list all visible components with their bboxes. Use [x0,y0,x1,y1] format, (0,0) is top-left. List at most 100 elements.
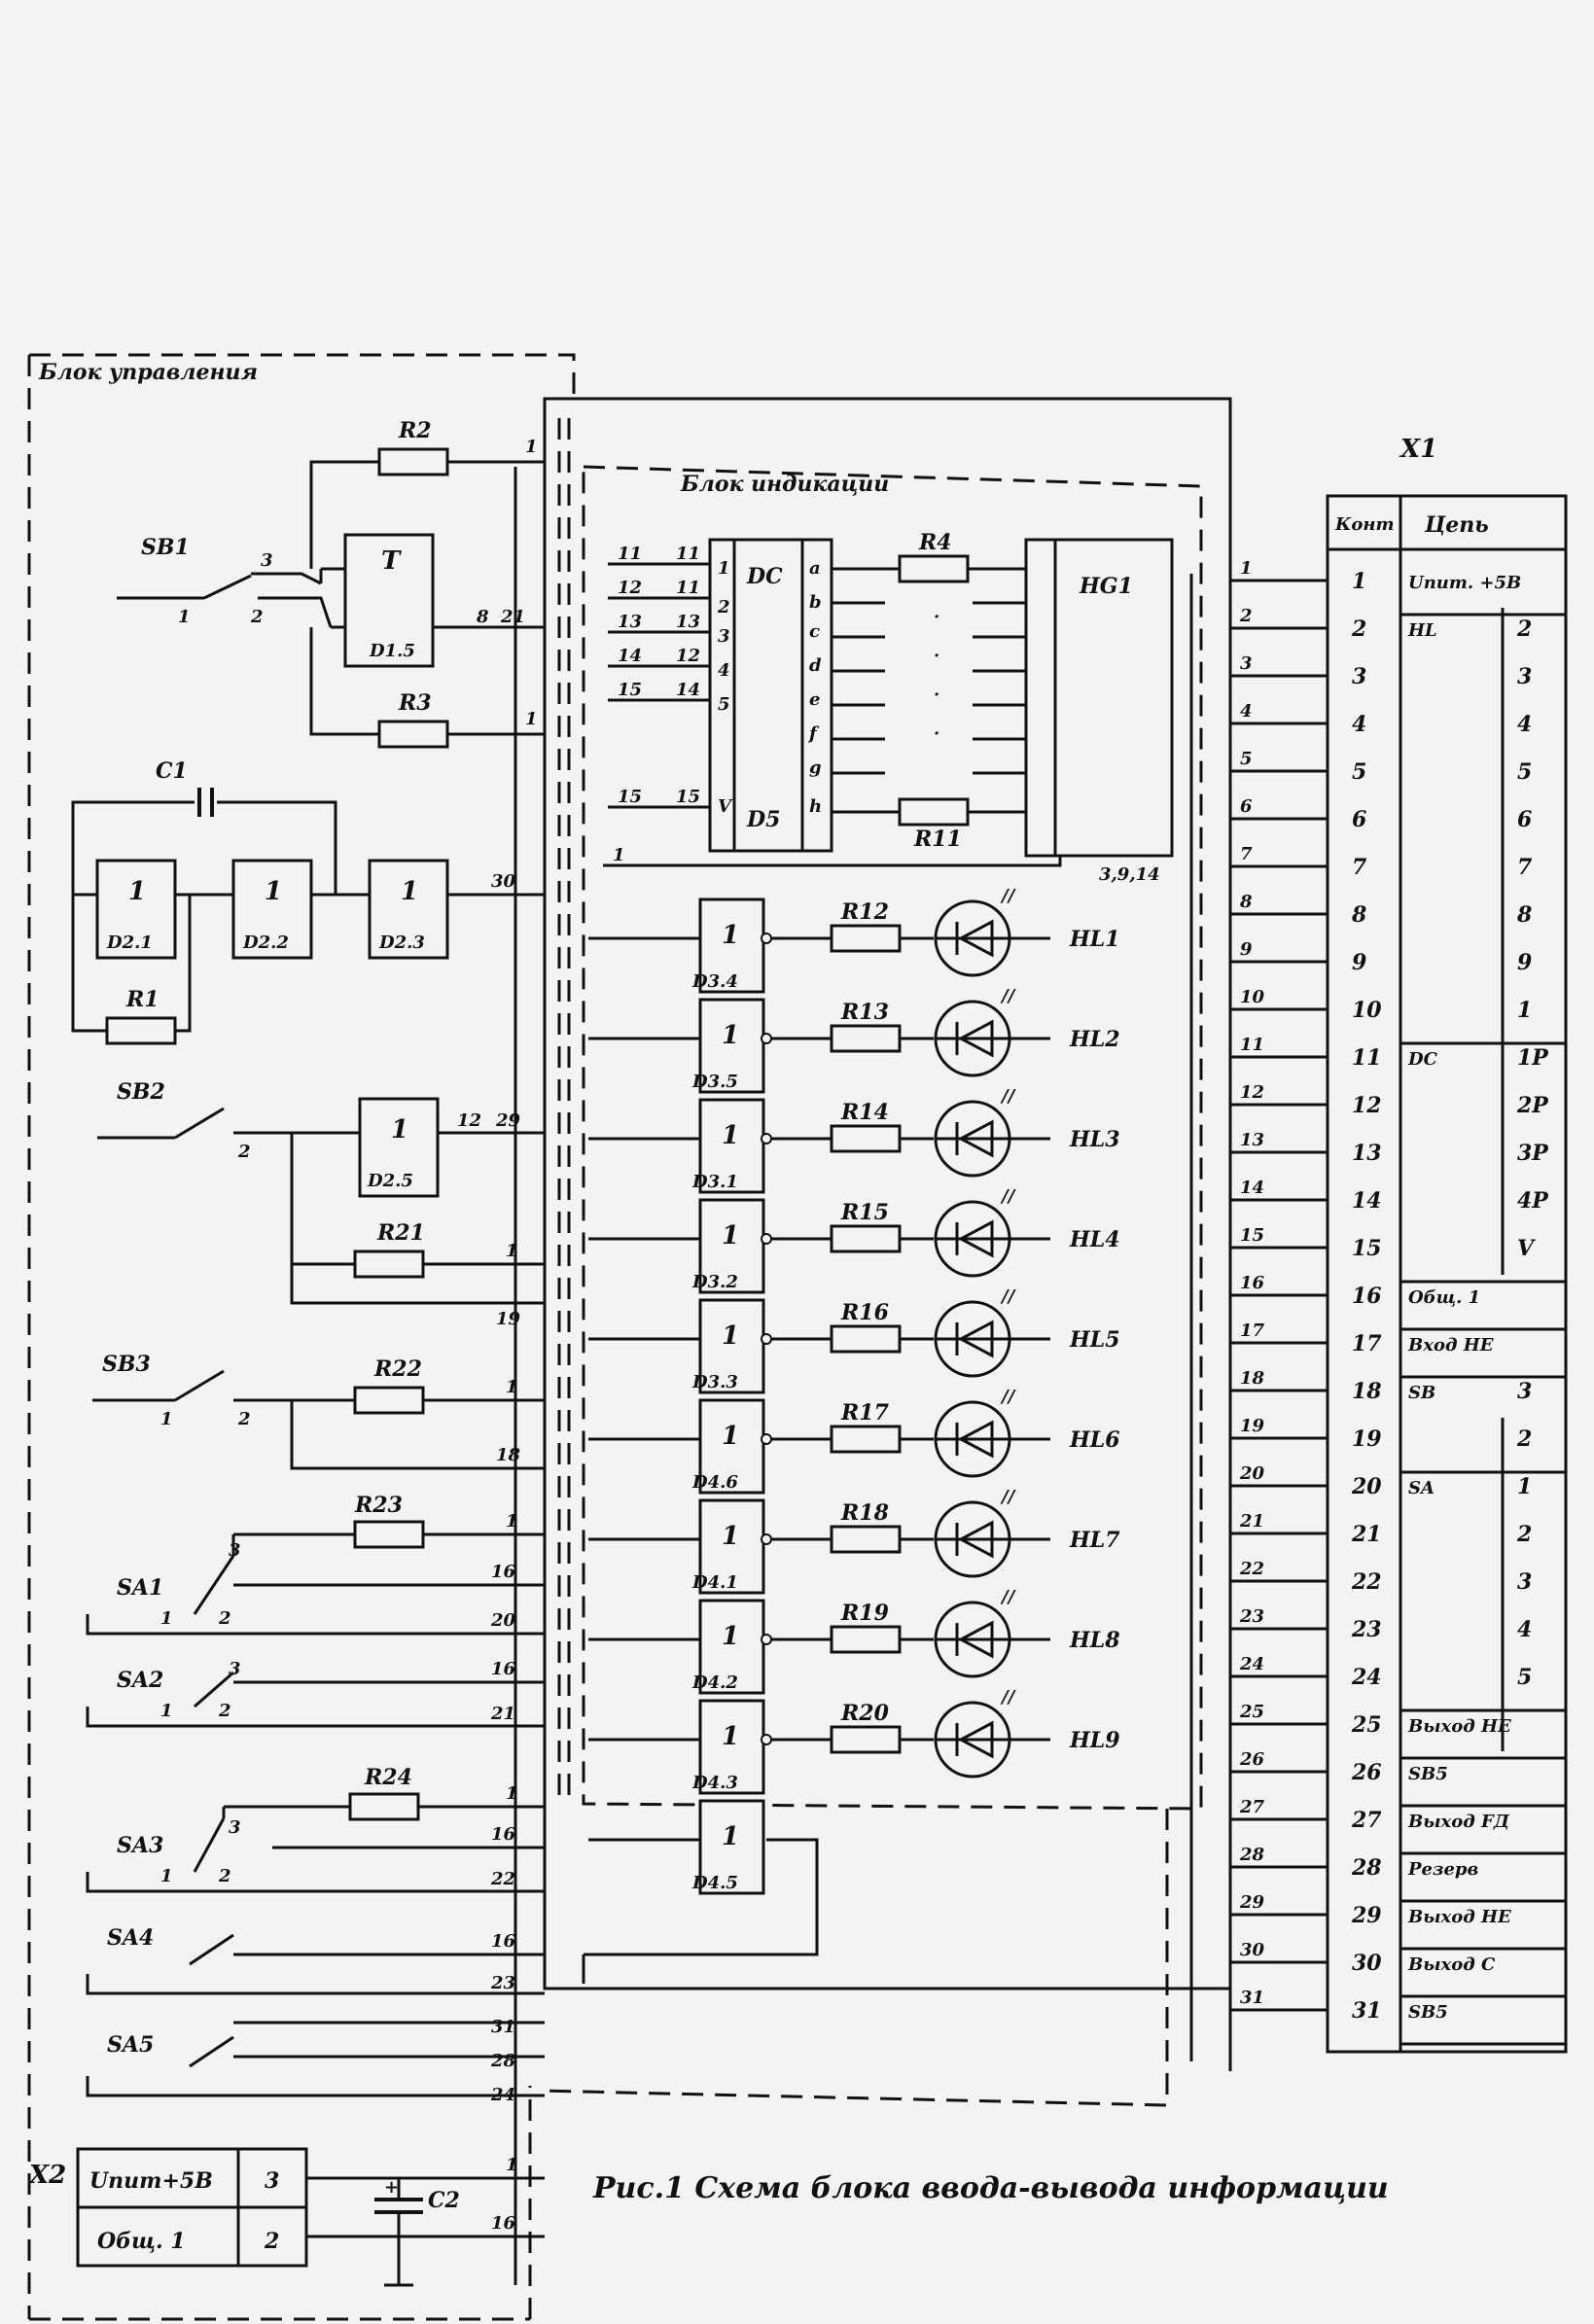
svg-text:b: b [809,592,822,613]
t-flipflop [343,533,435,668]
x1-circuit-sub: 6 [1517,807,1532,832]
hg1-indicator [1024,538,1174,858]
x1-pin: 24 [1351,1665,1382,1690]
c1-label: C1 [156,758,188,784]
led-resistor [830,1224,902,1253]
x1-pin: 23 [1351,1617,1382,1642]
led-chain: 1D3.4R12//HL11D3.5R13//HL21D3.1R14//HL31… [582,886,1120,1984]
svg-text:12: 12 [457,1110,481,1131]
r24-label: R24 [364,1765,412,1790]
svg-text:16: 16 [491,1824,516,1845]
x1-circuit-sub: 2 [1516,1522,1532,1547]
r22-label: R22 [373,1356,422,1382]
svg-text:1: 1 [506,1783,518,1804]
x1-head-circuit: Цепь [1424,512,1489,538]
x1-circuit-sub: 4Р [1517,1188,1549,1214]
svg-text://: // [1000,1086,1017,1107]
led-ref: HL9 [1069,1728,1120,1753]
r21-label: R21 [376,1220,425,1246]
sb1-label: SB1 [141,535,190,560]
svg-text:2: 2 [1239,606,1253,626]
svg-text:1: 1 [160,1409,173,1429]
svg-text:28: 28 [490,2051,516,2071]
svg-text:16: 16 [491,1562,516,1582]
x1-circuit-sub: 5 [1517,759,1532,785]
svg-text:h: h [809,796,822,817]
svg-text:4: 4 [1240,701,1253,722]
svg-text:1: 1 [613,845,625,865]
svg-text:1: 1 [506,1241,518,1261]
display-block-title: Блок индикации [680,472,889,497]
svg-text:1: 1 [722,1822,739,1851]
svg-text:1: 1 [178,607,191,627]
svg-text://: // [1000,1487,1017,1507]
svg-text:15: 15 [1240,1225,1264,1246]
r1-label: R1 [125,987,159,1012]
r23-resistor [353,1520,425,1549]
r23-label: R23 [354,1493,403,1518]
x1-circuit-sub: 2 [1516,1426,1532,1452]
x1-pin: 20 [1351,1474,1382,1499]
svg-text:1: 1 [160,1701,173,1721]
svg-text:3: 3 [229,1659,241,1679]
r21-resistor [353,1250,425,1279]
svg-text:8: 8 [1239,892,1253,912]
svg-text:31: 31 [491,2017,515,2037]
led-resistor-label: R19 [840,1601,889,1626]
svg-text:2: 2 [218,1866,231,1886]
svg-text:14: 14 [676,680,700,700]
svg-text:3: 3 [718,626,730,647]
gate-label: D4.1 [691,1572,738,1593]
x1-pin: 2 [1351,616,1366,642]
svg-text:14: 14 [1240,1178,1264,1198]
svg-text:c: c [809,621,820,642]
svg-text:1: 1 [722,1021,739,1050]
svg-text:11: 11 [676,544,700,564]
x1-pin: 30 [1352,1951,1382,1976]
x1-circuit-name: Выход С [1407,1954,1496,1975]
x1-pin: 6 [1352,807,1366,832]
sa1-label: SA1 [117,1575,163,1601]
x2-row-1-pin: 3 [265,2168,279,2194]
svg-text:1: 1 [391,1115,408,1144]
svg-text:V: V [718,796,733,817]
x1-pin: 18 [1352,1379,1382,1404]
led-resistor-label: R17 [840,1400,890,1426]
svg-text:29: 29 [495,1110,521,1131]
svg-text:·: · [934,723,939,744]
r2-label: R2 [398,418,432,443]
t-flipflop-ref: D1.5 [369,641,415,661]
x1-pin: 28 [1351,1855,1382,1881]
svg-text:12: 12 [618,578,642,598]
svg-text:21: 21 [490,1704,515,1724]
gate-label: D3.2 [691,1272,738,1292]
svg-text:2: 2 [717,597,730,617]
x1-pin: 16 [1352,1284,1382,1309]
svg-text:1: 1 [722,1522,739,1551]
led-resistor [830,1024,902,1053]
svg-text:2: 2 [250,607,264,627]
svg-text:D2.5: D2.5 [367,1171,413,1191]
svg-text://: // [1000,1387,1017,1407]
svg-text:4: 4 [718,660,730,681]
svg-text:28: 28 [1239,1845,1265,1865]
gate-label: D4.6 [691,1472,738,1493]
sb1-circuit: SB1 3 2 1 T D1.5 8 21 R2 1 R3 1 [117,418,545,749]
x1-circuit-sub: 3 [1517,664,1532,689]
svg-text:10: 10 [1240,987,1265,1007]
svg-text:20: 20 [1239,1463,1265,1484]
sa-switches: R23 1 SA1 3 1 2 16 20 SA2 3 1 2 16 21 R2… [86,1493,545,2105]
svg-text:12: 12 [676,646,700,666]
svg-text:13: 13 [1240,1130,1264,1150]
svg-text:16: 16 [491,2213,516,2234]
svg-text:16: 16 [491,1659,516,1679]
x1-circuit-sub: 2 [1516,616,1532,642]
hg1-label: HG1 [1079,574,1133,599]
x1-circuit-sub: 4 [1517,712,1532,737]
svg-text:8: 8 [476,607,489,627]
gate-label: D3.5 [691,1072,738,1092]
